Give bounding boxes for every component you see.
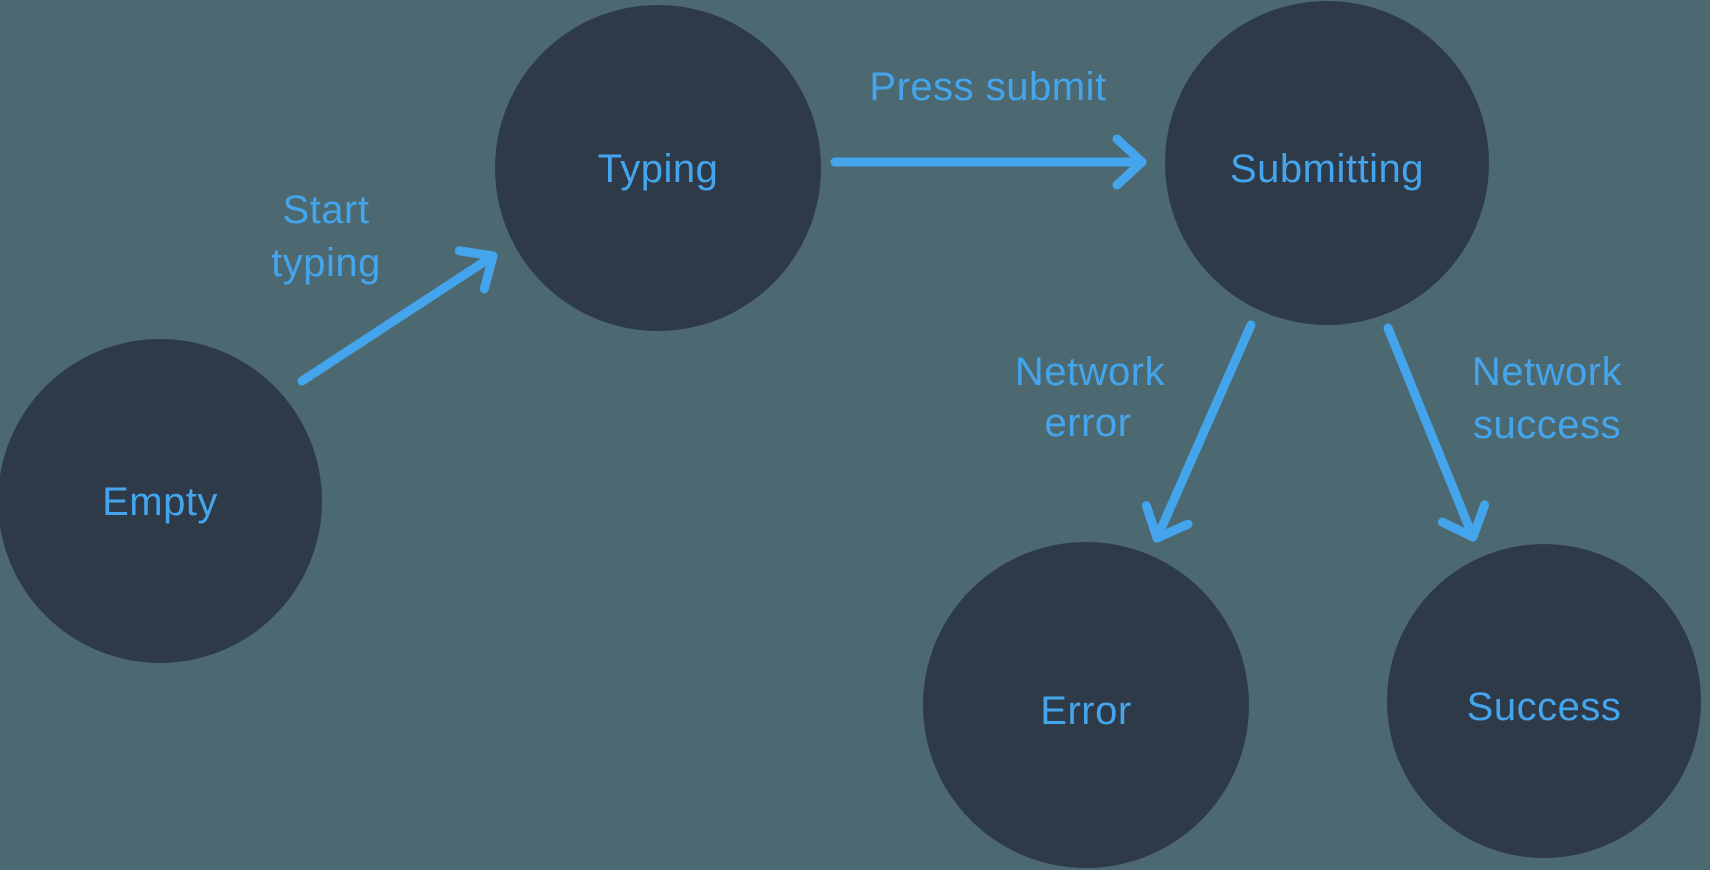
transition-arrow-submitting-to-success (1383, 323, 1490, 542)
state-node-empty: Empty (0, 339, 322, 663)
state-circle (495, 5, 821, 331)
transition-label-line: typing (271, 241, 381, 285)
transition-label-line: Network (1472, 350, 1623, 394)
arrow-shaft (1383, 323, 1478, 542)
transition-label-start-typing: Start typing (271, 188, 381, 285)
state-label: Error (1040, 689, 1131, 733)
transition-arrow-empty-to-typing (297, 246, 498, 386)
state-circle (923, 542, 1249, 868)
arrowhead-icon (1437, 500, 1490, 542)
transition-label-line: Network (1015, 350, 1166, 394)
arrowhead-icon (1141, 501, 1193, 543)
state-node-success: Success (1387, 544, 1701, 858)
transition-label-network-error: Network error (1015, 350, 1166, 445)
transition-label-line: Start (283, 188, 370, 232)
state-label: Submitting (1230, 147, 1424, 191)
state-node-submitting: Submitting (1165, 1, 1489, 325)
state-label: Success (1467, 685, 1622, 729)
state-circle (1387, 544, 1701, 858)
state-circle (0, 339, 322, 663)
transition-label-line: Press submit (869, 65, 1106, 109)
transition-label-line: error (1045, 401, 1132, 445)
state-node-error: Error (923, 542, 1249, 868)
transition-label-line: success (1473, 403, 1621, 447)
state-label: Empty (102, 480, 218, 524)
arrow-shaft (1152, 320, 1256, 543)
arrowhead-icon (1112, 134, 1147, 190)
transition-label-network-success: Network success (1472, 350, 1623, 447)
transition-label-press-submit: Press submit (869, 65, 1106, 109)
state-label: Typing (598, 147, 719, 191)
state-circle (1165, 1, 1489, 325)
arrow-shaft (297, 251, 498, 386)
state-node-typing: Typing (495, 5, 821, 331)
transition-arrow-typing-to-submitting (830, 134, 1147, 190)
arrowhead-icon (454, 246, 498, 294)
transition-arrow-submitting-to-error (1141, 320, 1256, 543)
